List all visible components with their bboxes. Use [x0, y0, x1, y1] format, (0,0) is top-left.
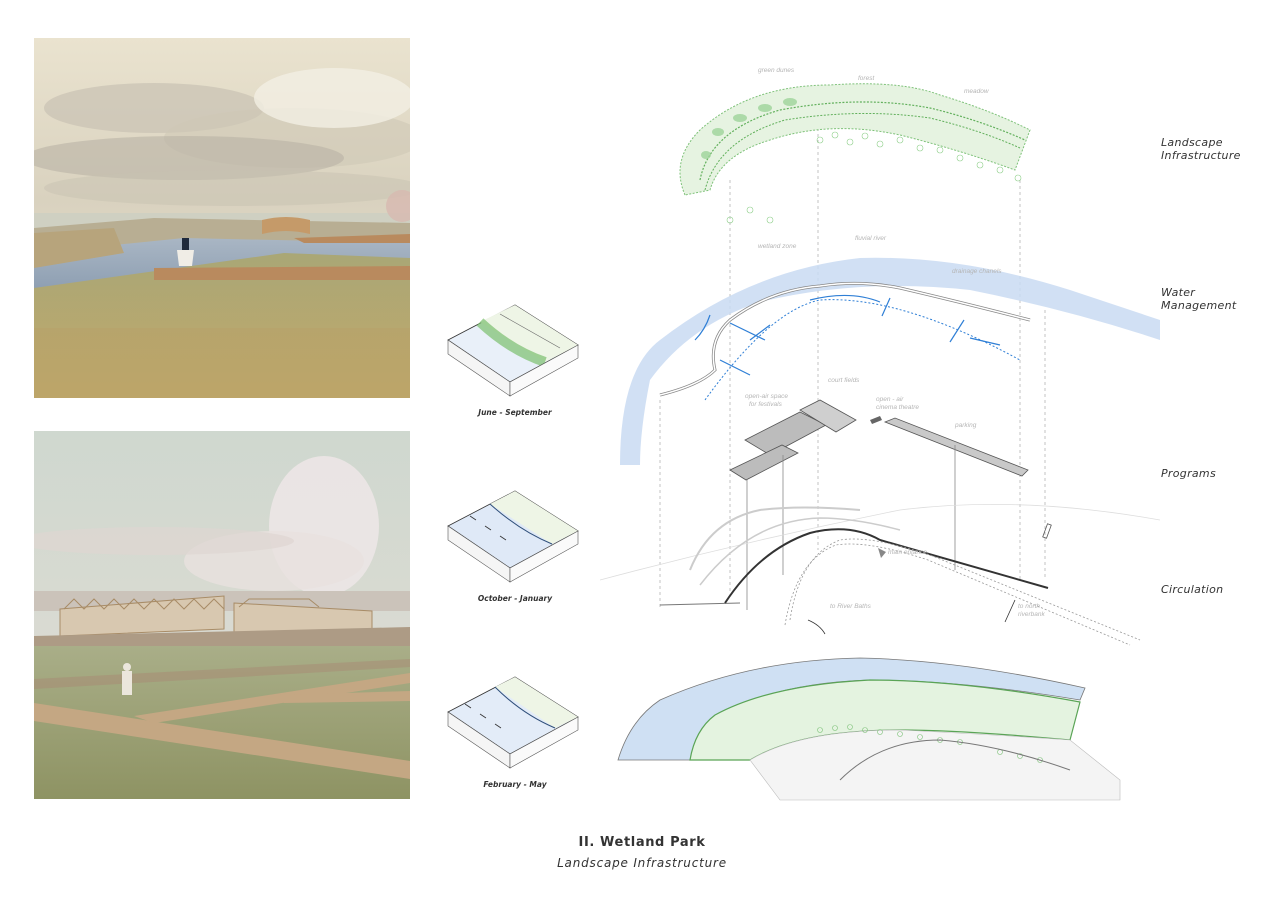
annotation-parking: parking — [955, 422, 977, 429]
isometric-terrain-icon — [447, 490, 579, 583]
season-block-autumn: October - January — [440, 486, 590, 603]
layer-label-circulation: Circulation — [1161, 583, 1223, 596]
boardwalk-river-render — [34, 38, 410, 398]
layer-label-line: Water — [1161, 286, 1196, 299]
circulation-layer — [599, 503, 1161, 646]
annotation-green-dunes: green dunes — [758, 67, 795, 74]
season-block-spring: February - May — [440, 672, 590, 789]
annotation-meadow: meadow — [964, 88, 989, 95]
render-image — [34, 431, 410, 799]
annotation-fluvial-river: fluvial river — [855, 235, 887, 242]
layer-label-water-management: Water Management — [1161, 286, 1236, 312]
layer-label-line: Landscape — [1161, 136, 1223, 149]
layer-label-line: Management — [1161, 299, 1237, 312]
season-label: February - May — [483, 780, 547, 789]
annotation-open-air-space: open-air space — [745, 393, 788, 400]
greenhouse-field-render — [34, 431, 410, 799]
isometric-terrain-icon — [447, 304, 579, 397]
programs-layer — [729, 399, 1029, 610]
season-label: October - January — [477, 594, 553, 603]
layer-label-line: Infrastructure — [1161, 149, 1241, 162]
annotation-drainage-chanels: drainage chanels — [952, 268, 1002, 275]
layer-label-programs: Programs — [1161, 467, 1216, 480]
layer-label-landscape-infrastructure: Landscape Infrastructure — [1161, 136, 1241, 162]
annotation-open-air: open - air — [876, 396, 904, 403]
annotation-to-north: to north — [1018, 603, 1041, 610]
annotation-riverbank: riverbank — [1018, 611, 1045, 618]
annotation-to-river-baths: to River Baths — [830, 603, 871, 610]
layer-label-line: Circulation — [1161, 583, 1224, 596]
layer-label-line: Programs — [1161, 467, 1216, 480]
render-image — [34, 38, 410, 398]
annotation-cinema-theatre: cinema theatre — [876, 404, 919, 411]
board-subtitle: Landscape Infrastructure — [557, 856, 727, 870]
water-management-layer — [620, 257, 1160, 465]
diagram-layers — [599, 83, 1161, 801]
board-title: II. Wetland Park — [578, 835, 706, 850]
exploded-axonometric-diagram: green dunes forest meadow wetland zone f… — [599, 40, 1161, 810]
annotation-wetland-zone: wetland zone — [758, 243, 797, 250]
isometric-terrain-icon — [447, 676, 579, 769]
projection-lines — [659, 110, 1046, 610]
annotation-forest: forest — [858, 75, 875, 82]
season-block-summer: June - September — [440, 300, 590, 417]
site-plan-layer — [617, 657, 1121, 801]
landscape-layer — [679, 83, 1031, 224]
annotation-for-festivals: for festivals — [749, 401, 782, 408]
annotation-court-fields: court fields — [828, 377, 860, 384]
annotation-main-entrance: main entance — [888, 549, 928, 556]
season-label: June - September — [478, 408, 552, 417]
